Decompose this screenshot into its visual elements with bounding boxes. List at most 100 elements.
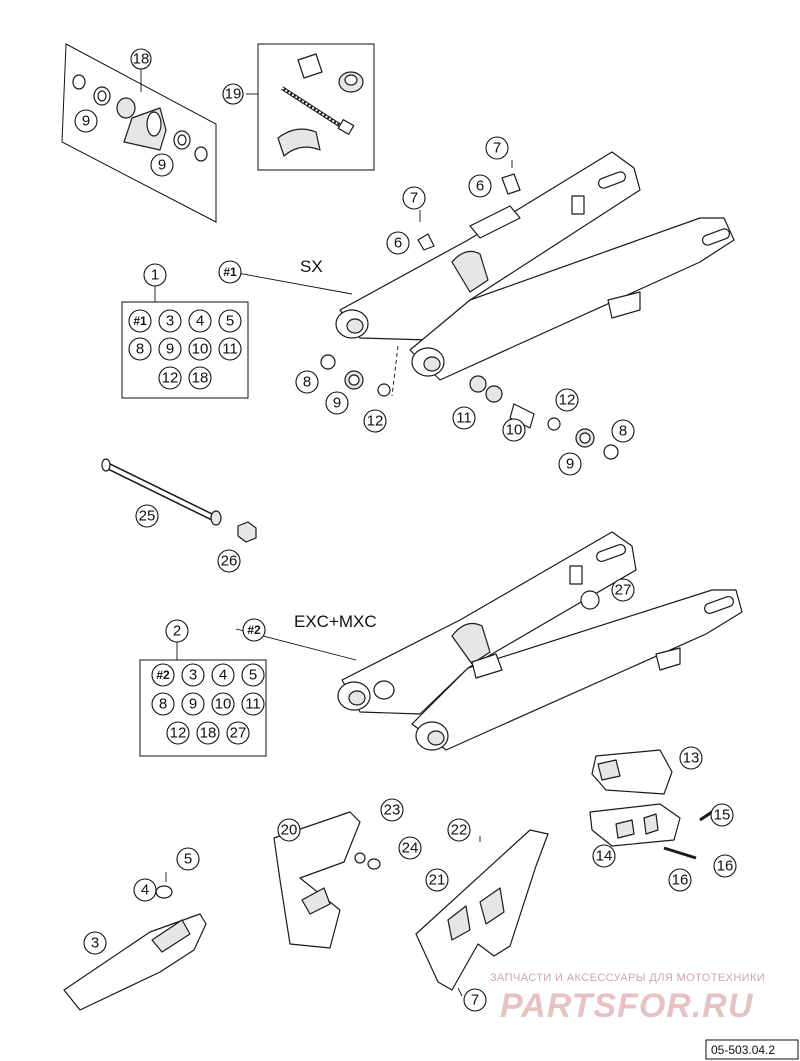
svg-text:2: 2: [173, 623, 181, 640]
callout-ref-1-sx: #1: [218, 260, 242, 284]
kit2-ref-2: #2: [151, 663, 175, 687]
svg-text:8: 8: [159, 696, 167, 713]
svg-text:#2: #2: [156, 668, 170, 682]
svg-text:3: 3: [166, 313, 174, 330]
watermark-brand: PARTSFOR.RU: [500, 987, 754, 1025]
kit1-item-11: 11: [218, 337, 242, 361]
svg-text:5: 5: [226, 313, 234, 330]
svg-text:9: 9: [82, 113, 90, 130]
svg-text:18: 18: [192, 370, 209, 387]
svg-text:9: 9: [189, 696, 197, 713]
diagram-code: 05-503.04.2: [711, 1043, 775, 1057]
kit2-item-18: 18: [196, 721, 220, 745]
svg-text:9: 9: [566, 456, 574, 473]
svg-text:#2: #2: [247, 623, 261, 637]
kit2-item-4: 4: [211, 663, 235, 687]
callout-2: 2: [165, 619, 189, 643]
kit1-item-12: 12: [158, 366, 182, 390]
svg-text:7: 7: [410, 190, 418, 207]
model-label-sx: SX: [300, 257, 323, 276]
callout-7-b: 7: [402, 186, 426, 210]
callout-26: 26: [217, 549, 241, 573]
svg-text:15: 15: [714, 807, 731, 824]
callouts: 18 19 9 9 7 6 7 6 1 #1 #1 3 4 5 8 9 10 1…: [74, 48, 737, 1012]
callout-22: 22: [447, 818, 471, 842]
svg-text:11: 11: [245, 696, 261, 713]
callout-19: 19: [222, 83, 244, 105]
callout-11: 11: [452, 406, 476, 430]
kit2-item-10: 10: [211, 692, 235, 716]
svg-text:7: 7: [471, 992, 479, 1009]
svg-text:7: 7: [493, 140, 501, 157]
callout-9-d: 9: [558, 452, 582, 476]
svg-text:12: 12: [559, 392, 576, 409]
svg-text:16: 16: [717, 858, 734, 875]
callout-6-a: 6: [468, 174, 492, 198]
pivot-hardware: [320, 160, 619, 460]
kit2-item-27: 27: [226, 721, 250, 745]
kit1-item-8: 8: [128, 337, 152, 361]
sx-swingarm: [335, 151, 735, 381]
callout-21: 21: [425, 868, 449, 892]
callout-12-a: 12: [363, 409, 387, 433]
watermark-subtitle: ЗАПЧАСТИ И АКСЕССУАРЫ ДЛЯ МОТОТЕХНИКИ: [490, 972, 765, 984]
svg-text:#1: #1: [223, 265, 237, 279]
svg-text:10: 10: [192, 341, 209, 358]
model-label-exc-mxc: EXC+MXC: [294, 612, 377, 631]
kit2-item-3: 3: [181, 663, 205, 687]
callout-15: 15: [710, 803, 734, 827]
callout-23: 23: [380, 798, 404, 822]
svg-text:27: 27: [230, 725, 247, 742]
svg-text:12: 12: [162, 370, 179, 387]
callout-27: 27: [611, 578, 635, 602]
kit1-item-5: 5: [218, 309, 242, 333]
svg-text:16: 16: [672, 872, 689, 889]
kit1-ref-1: #1: [128, 309, 152, 333]
svg-text:6: 6: [476, 178, 484, 195]
callout-7-a: 7: [485, 136, 509, 160]
svg-text:8: 8: [619, 423, 627, 440]
callout-25: 25: [135, 504, 159, 528]
chain-slider: [63, 872, 463, 1011]
kit2-item-11: 11: [241, 692, 265, 716]
callout-8-b: 8: [611, 419, 635, 443]
svg-text:8: 8: [303, 374, 311, 391]
callout-9-c: 9: [325, 391, 349, 415]
callout-10: 10: [502, 418, 526, 442]
callout-1: 1: [143, 263, 167, 287]
kit1-item-9: 9: [158, 337, 182, 361]
svg-text:18: 18: [200, 725, 217, 742]
kit-box-exc: [139, 659, 267, 757]
svg-text:1: 1: [151, 267, 159, 284]
svg-text:12: 12: [170, 725, 187, 742]
kit2-item-8: 8: [151, 692, 175, 716]
callout-16-a: 16: [668, 868, 692, 892]
leader-lines: [154, 271, 357, 661]
callout-5: 5: [176, 847, 200, 871]
svg-text:18: 18: [133, 51, 150, 68]
svg-text:19: 19: [225, 86, 242, 103]
svg-text:9: 9: [166, 341, 174, 358]
callout-20: 20: [277, 818, 301, 842]
chain-guard: [273, 811, 549, 991]
callout-6-b: 6: [386, 231, 410, 255]
callout-24: 24: [398, 836, 422, 860]
callout-16-b: 16: [713, 854, 737, 878]
svg-text:11: 11: [222, 341, 238, 358]
kit1-item-4: 4: [188, 309, 212, 333]
svg-text:20: 20: [281, 822, 298, 839]
svg-text:26: 26: [221, 553, 238, 570]
svg-text:6: 6: [394, 235, 402, 252]
callout-4: 4: [133, 878, 157, 902]
svg-text:11: 11: [456, 410, 472, 427]
svg-text:10: 10: [506, 422, 523, 439]
svg-text:3: 3: [91, 935, 99, 952]
kit2-item-9: 9: [181, 692, 205, 716]
callout-7-c: 7: [463, 988, 487, 1012]
kit1-item-18: 18: [188, 366, 212, 390]
svg-text:14: 14: [596, 848, 613, 865]
svg-text:13: 13: [683, 750, 700, 767]
svg-text:9: 9: [333, 395, 341, 412]
svg-text:#1: #1: [133, 314, 147, 328]
kit1-item-10: 10: [188, 337, 212, 361]
